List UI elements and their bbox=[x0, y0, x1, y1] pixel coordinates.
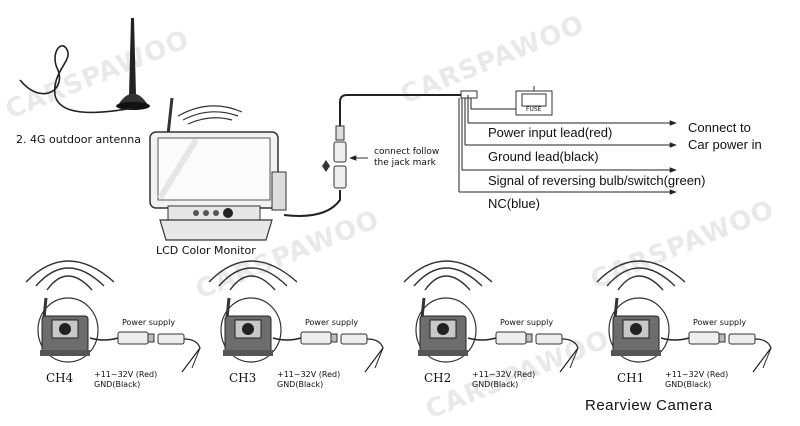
power-supply-cable bbox=[272, 331, 384, 373]
power-supply-cable bbox=[660, 331, 772, 373]
fuse-holder-icon bbox=[471, 86, 553, 116]
fuse-label: FUSE bbox=[526, 106, 542, 113]
reversing-signal-label: Signal of reversing bulb/switch(green) bbox=[488, 173, 706, 188]
lead-wires bbox=[458, 90, 677, 195]
voltage-label: +11~32V (Red) bbox=[665, 370, 729, 379]
ground-label: GND(Black) bbox=[277, 380, 324, 389]
connector-note-line1: connect follow bbox=[374, 147, 440, 157]
outdoor-antenna-icon bbox=[19, 18, 150, 114]
signal-waves-icon bbox=[208, 260, 298, 291]
ground-lead-label: Ground lead(black) bbox=[488, 149, 599, 164]
rear-camera-icon bbox=[415, 297, 477, 363]
monitor-cable bbox=[283, 94, 468, 217]
power-input-lead-label: Power input lead(red) bbox=[488, 125, 613, 140]
wiring-diagram: CARSPAWOO CARSPAWOO CARSPAWOO CARSPAWOO … bbox=[1, 9, 778, 425]
power-supply-cable bbox=[467, 331, 579, 373]
camera-channel-label: CH1 bbox=[617, 371, 645, 385]
signal-waves-icon bbox=[403, 260, 493, 291]
power-supply-label: Power supply bbox=[693, 318, 747, 327]
lcd-monitor-icon bbox=[149, 97, 287, 241]
connect-note-line1: Connect to bbox=[688, 120, 751, 135]
voltage-label: +11~32V (Red) bbox=[472, 370, 536, 379]
signal-waves-icon bbox=[25, 260, 115, 291]
camera-4 bbox=[596, 260, 772, 373]
diagram-graphics bbox=[19, 18, 772, 373]
rearview-camera-title: Rearview Camera bbox=[585, 397, 713, 414]
camera-channel-label: CH2 bbox=[424, 371, 452, 385]
camera-3 bbox=[403, 260, 579, 373]
ground-label: GND(Black) bbox=[665, 380, 712, 389]
monitor-label: LCD Color Monitor bbox=[156, 244, 256, 257]
camera-channel-label: CH4 bbox=[46, 371, 74, 385]
rear-camera-icon bbox=[37, 297, 99, 363]
voltage-label: +11~32V (Red) bbox=[277, 370, 341, 379]
nc-lead-label: NC(blue) bbox=[488, 196, 541, 211]
power-supply-label: Power supply bbox=[305, 318, 359, 327]
camera-2 bbox=[208, 260, 384, 373]
voltage-label: +11~32V (Red) bbox=[94, 370, 158, 379]
signal-waves-icon bbox=[596, 260, 686, 291]
power-supply-cable bbox=[89, 331, 201, 373]
power-supply-label: Power supply bbox=[122, 318, 176, 327]
camera-channel-label: CH3 bbox=[229, 371, 257, 385]
connector-note-line2: the jack mark bbox=[374, 158, 436, 168]
power-supply-label: Power supply bbox=[500, 318, 554, 327]
rear-camera-icon bbox=[608, 297, 670, 363]
antenna-label: 2. 4G outdoor antenna bbox=[16, 133, 141, 146]
ground-label: GND(Black) bbox=[472, 380, 519, 389]
connect-note-line2: Car power in bbox=[688, 137, 762, 152]
rear-camera-icon bbox=[220, 297, 282, 363]
camera-1 bbox=[25, 260, 201, 373]
ground-label: GND(Black) bbox=[94, 380, 141, 389]
